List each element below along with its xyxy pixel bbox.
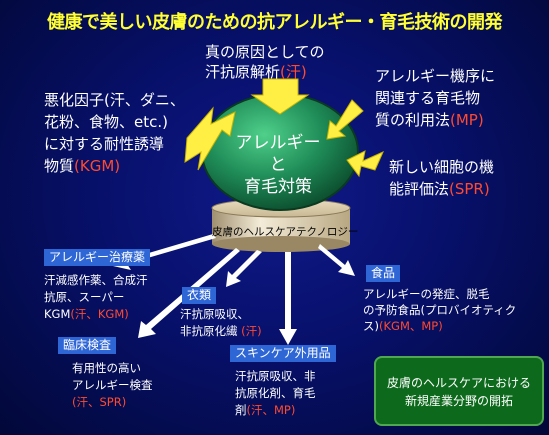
clinical-line1: 有用性の高い — [72, 361, 141, 375]
right-top-line2: 関連する育毛物 — [375, 89, 481, 107]
antiallergy-line2: 抗原、スーパー — [44, 290, 125, 304]
center-line1: アレルギーと — [235, 133, 321, 175]
clothing-line2: 非抗原化繊 (汗) — [180, 323, 262, 339]
food-line2: の予防食品(プロバイオティク — [363, 303, 517, 317]
top-box-text: 汗抗原解析 — [205, 63, 281, 81]
clothing-line1: 汗抗原吸収、 — [180, 307, 249, 321]
left-box-line1: 悪化因子(汗、ダニ、 — [44, 91, 185, 109]
antiallergy-text: KGM — [44, 307, 71, 321]
new-industry-line2: 新規産業分野の開拓 — [404, 394, 513, 408]
antiallergy-line3: KGM(汗、KGM) — [44, 306, 129, 322]
skincare-label: スキンケア外用品 — [230, 345, 336, 362]
top-box-tag: (汗) — [280, 63, 307, 81]
clinical-line2: アレルギー検査 — [72, 378, 153, 392]
right-top-line1: アレルギー機序に — [375, 67, 496, 85]
right-mid-line1: 新しい細胞の機 — [389, 158, 495, 176]
antiallergy-label: アレルギー治療薬 — [44, 249, 151, 266]
center-line2: 育毛対策 — [244, 177, 312, 197]
left-box-line4: 物質(KGM) — [44, 156, 120, 176]
skincare-line2: 抗原化剤、育毛 — [235, 386, 316, 400]
top-box-line2: 汗抗原解析(汗) — [205, 62, 307, 82]
antiallergy-tag: (汗、KGM) — [70, 307, 129, 321]
skincare-tag: (汗、MP) — [246, 403, 296, 417]
cylinder-label: 皮膚のヘルスケアテクノロジー — [212, 226, 359, 238]
skincare-text: 剤 — [235, 403, 247, 417]
clothing-text: 非抗原化繊 — [180, 324, 242, 338]
top-arrow — [250, 78, 310, 115]
food-tag: (KGM、MP) — [379, 319, 443, 333]
left-box-text: 物質 — [44, 157, 75, 175]
right-top-arrow — [326, 99, 364, 140]
right-top-text: 質の利用法 — [375, 111, 451, 129]
top-box-line1: 真の原因としての — [205, 43, 325, 61]
left-box-tag: (KGM) — [74, 157, 121, 175]
left-box-line3: に対する耐性誘導 — [44, 135, 165, 153]
left-box-line2: 花粉、食物、etc.) — [44, 113, 168, 131]
clinical-tag: (汗、SPR) — [72, 395, 127, 409]
food-label: 食品 — [366, 265, 401, 282]
clinical-label: 臨床検査 — [58, 337, 117, 354]
food-line1: アレルギーの発症、脱毛 — [363, 287, 490, 301]
right-mid-line2: 能評価法(SPR) — [389, 179, 490, 199]
clothing-label: 衣類 — [182, 287, 217, 304]
new-industry-line1: 皮膚のヘルスケアにおける — [386, 376, 531, 390]
left-lightning-arrow — [184, 106, 236, 171]
right-top-line3: 質の利用法(MP) — [375, 110, 484, 130]
right-mid-text: 能評価法 — [389, 180, 450, 198]
skincare-line3: 剤(汗、MP) — [235, 402, 295, 418]
right-mid-arrow — [346, 150, 384, 178]
right-mid-tag: (SPR) — [449, 180, 490, 198]
page-title: 健康で美しい皮膚のための抗アレルギー・育毛技術の開発 — [47, 12, 503, 33]
center-label: アレルギーと 育毛対策 — [230, 132, 326, 198]
antiallergy-line1: 汗減感作薬、合成汗 — [44, 273, 148, 287]
food-text: ス) — [363, 319, 379, 333]
clothing-tag: (汗) — [241, 324, 262, 338]
new-industry-box: 皮膚のヘルスケアにおける 新規産業分野の開拓 — [374, 356, 544, 426]
food-line3: ス)(KGM、MP) — [363, 318, 443, 334]
right-top-tag: (MP) — [450, 111, 484, 129]
skincare-line1: 汗抗原吸収、非 — [235, 369, 316, 383]
